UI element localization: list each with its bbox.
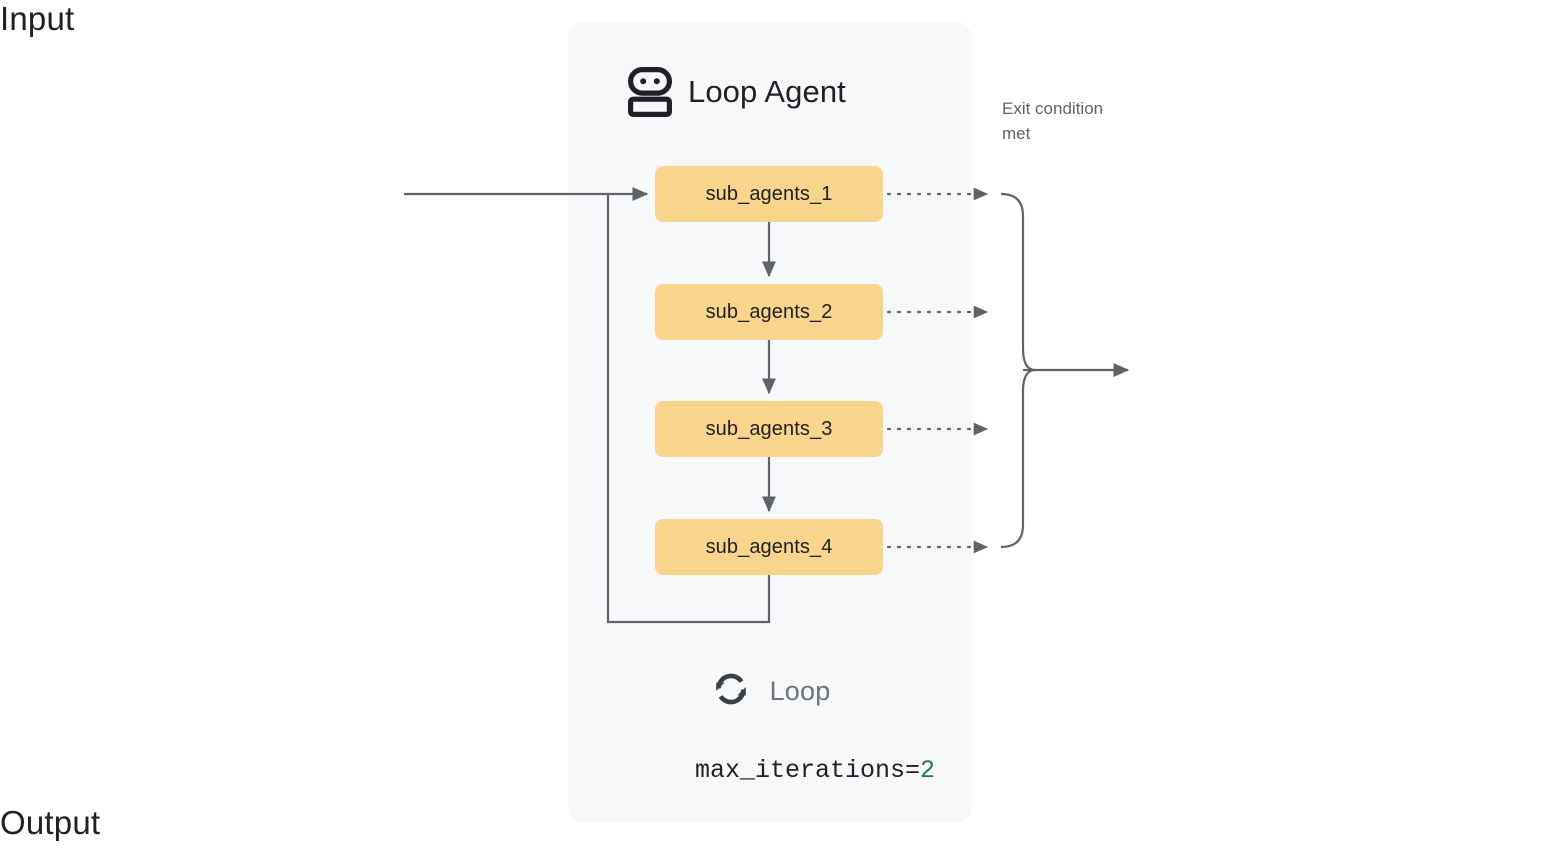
sub-agent-box-3[interactable]: sub_agents_3 (655, 401, 883, 457)
max-iterations-value: 2 (920, 756, 936, 785)
sub-agent-label-2: sub_agents_2 (705, 300, 833, 323)
refresh-loop-icon (710, 668, 752, 715)
sub-agent-label-3: sub_agents_3 (705, 417, 833, 440)
output-panel: Output (0, 804, 382, 848)
max-iterations-text: max_iterations=2 (605, 727, 935, 814)
loop-indicator-row: Loop (710, 668, 831, 715)
robot-icon (628, 67, 672, 117)
connector-exit-collector (1000, 192, 1036, 549)
input-panel: Input (0, 0, 378, 804)
sub-agent-label-4: sub_agents_4 (705, 535, 833, 558)
sub-agent-box-4[interactable]: sub_agents_4 (655, 519, 883, 575)
loop-agent-header: Loop Agent (628, 62, 846, 122)
output-panel-label: Output (0, 804, 101, 841)
loop-label: Loop (769, 676, 831, 706)
loop-agent-title: Loop Agent (688, 74, 846, 109)
sub-agent-box-1[interactable]: sub_agents_1 (655, 166, 883, 222)
exit-condition-label: Exit condition met (1002, 99, 1104, 143)
sub-agent-label-1: sub_agents_1 (705, 182, 833, 205)
loop-footer: Loop max_iterations=2 (568, 668, 972, 814)
max-iterations-key: max_iterations= (694, 756, 921, 785)
sub-agent-box-2[interactable]: sub_agents_2 (655, 284, 883, 340)
input-panel-label: Input (0, 0, 75, 37)
